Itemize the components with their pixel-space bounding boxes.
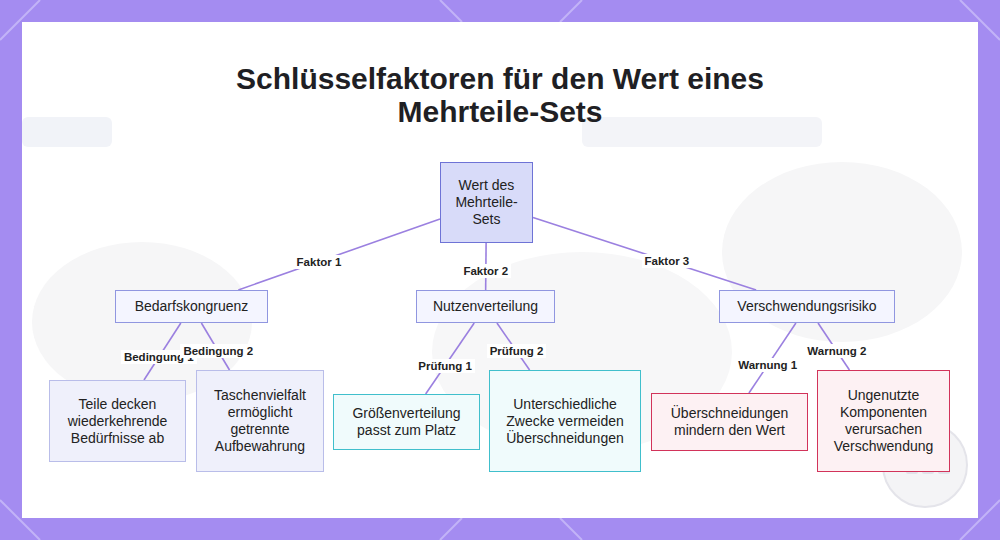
node-text: Ungenutzte Komponenten verursachen Versc… <box>825 387 942 455</box>
node-text: Nutzenverteilung <box>433 298 538 315</box>
node-text: Taschenvielfalt ermöglicht getrennte Auf… <box>204 387 316 455</box>
edge-label: Bedingung 2 <box>180 344 256 358</box>
edge-label: Prüfung 1 <box>415 359 475 373</box>
condition-box: Teile decken wiederkehrende Bedürfnisse … <box>49 380 186 462</box>
node-text: Größenverteilung passt zum Platz <box>341 405 472 439</box>
root-box: Wert des Mehrteile-Sets <box>440 162 533 243</box>
node-text: Überschneidungen mindern den Wert <box>659 405 800 439</box>
node-text: Bedarfskongruenz <box>135 298 249 315</box>
connector-line <box>533 218 756 290</box>
node-text: Unterschiedliche Zwecke vermeiden Übersc… <box>497 396 633 447</box>
node-text: Teile decken wiederkehrende Bedürfnisse … <box>57 396 178 447</box>
edge-label: Faktor 2 <box>460 264 511 278</box>
edge-label: Warnung 1 <box>735 358 800 372</box>
edge-label: Prüfung 2 <box>487 344 547 358</box>
warning-box: Ungenutzte Komponenten verursachen Versc… <box>817 370 950 472</box>
warning-box: Überschneidungen mindern den Wert <box>651 393 808 451</box>
edge-label: Warnung 2 <box>804 344 869 358</box>
node-text: Wert des Mehrteile-Sets <box>448 177 525 228</box>
edge-label: Faktor 3 <box>642 254 693 268</box>
check-box: Größenverteilung passt zum Platz <box>333 394 480 450</box>
check-box: Unterschiedliche Zwecke vermeiden Übersc… <box>489 370 641 472</box>
condition-box: Taschenvielfalt ermöglicht getrennte Auf… <box>196 370 324 472</box>
connector-line <box>238 219 440 290</box>
factor-box: Bedarfskongruenz <box>115 290 268 323</box>
diagram-title: Schlüsselfaktoren für den Wert eines Meh… <box>190 62 810 128</box>
node-text: Verschwendungsrisiko <box>737 298 876 315</box>
factor-box: Nutzenverteilung <box>416 290 555 323</box>
factor-box: Verschwendungsrisiko <box>719 290 895 323</box>
edge-label: Faktor 1 <box>294 255 345 269</box>
